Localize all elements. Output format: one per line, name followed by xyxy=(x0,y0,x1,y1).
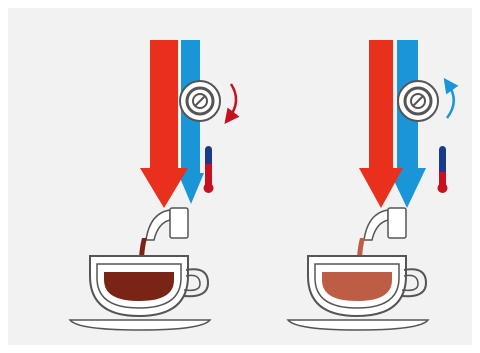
coffee-strong xyxy=(104,272,174,301)
thermometer-icon xyxy=(438,146,448,193)
thermometer-icon xyxy=(204,146,214,193)
diagram-canvas xyxy=(8,8,472,345)
mixing-knob-icon xyxy=(398,81,438,121)
coffee-light xyxy=(322,272,392,301)
mixing-knob-icon xyxy=(180,81,220,121)
diagram-panel xyxy=(8,8,472,345)
